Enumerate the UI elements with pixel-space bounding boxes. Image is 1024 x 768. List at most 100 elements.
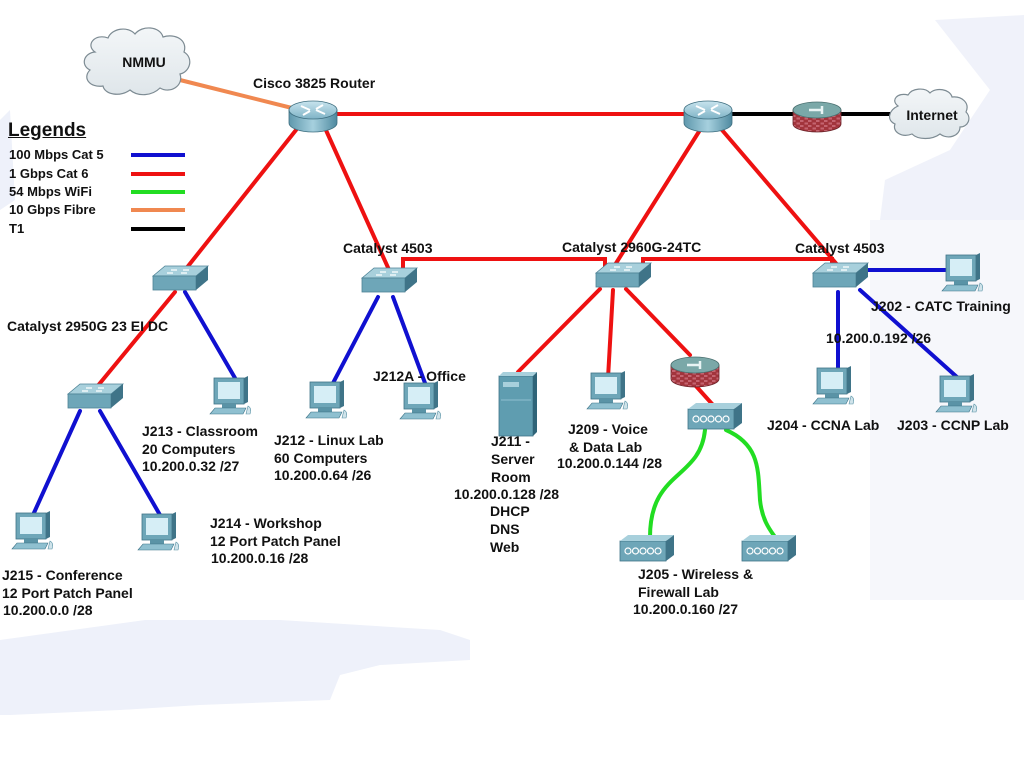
legend-label: 1 Gbps Cat 6 [9, 166, 89, 181]
legend-item: 100 Mbps Cat 5 [9, 146, 185, 164]
room-name: J211 - [491, 433, 530, 449]
catalyst-2960-label: Catalyst 2960G-24TC [562, 239, 702, 255]
legend-title: Legends [8, 120, 87, 141]
link-firewall2-ap [693, 383, 715, 407]
server-j211-icon[interactable] [498, 372, 537, 437]
room-subnet: 10.200.0.32 /27 [142, 458, 240, 474]
pc-j204-icon[interactable] [812, 366, 854, 405]
link-cat4503l-j212a [391, 295, 427, 385]
room-name: J212 - Linux Lab [274, 432, 384, 448]
link-nmmu-router-fibre [178, 78, 302, 112]
internet-label: Internet [906, 107, 958, 123]
catalyst-4503-right-label: Catalyst 4503 [795, 240, 885, 256]
nmmu-label: NMMU [122, 54, 166, 70]
room-detail: 12 Port Patch Panel [210, 533, 341, 549]
edge-router-icon[interactable] [683, 100, 733, 133]
link-cat2960-cat4503r [641, 257, 834, 270]
room-detail: 12 Port Patch Panel [2, 585, 133, 601]
room-name: Room [491, 469, 531, 485]
pc-j214-icon[interactable] [137, 512, 179, 551]
room-name: J213 - Classroom [142, 423, 258, 439]
nmmu-cloud[interactable]: NMMU [83, 27, 191, 96]
room-subnet: 10.200.0.0 /28 [3, 602, 93, 618]
catalyst-2950-b-icon[interactable] [66, 383, 125, 409]
legend-swatch-cat5 [131, 153, 185, 157]
link-ap-wap1 [648, 428, 707, 539]
pc-j209-icon[interactable] [586, 371, 628, 410]
link-router-cat2950a [183, 123, 302, 272]
legend-item: 10 Gbps Fibre [9, 201, 185, 219]
legend-item: T1 [9, 220, 185, 238]
legend-swatch-t1 [131, 227, 185, 231]
link-cat2950a-j213 [183, 290, 237, 380]
room-subnet: 10.200.0.144 /28 [557, 455, 663, 471]
pc-j213-icon[interactable] [209, 376, 251, 415]
link-cat2950b-j215 [31, 409, 82, 517]
pc-j212a-icon[interactable] [399, 381, 441, 420]
main-router-icon[interactable] [288, 100, 338, 133]
wireless-ap-2-icon[interactable] [741, 535, 796, 562]
perimeter-firewall-icon[interactable] [792, 101, 842, 133]
subnet-right-label: 10.200.0.192 /26 [826, 330, 932, 346]
background-watermark [0, 15, 1024, 715]
lab-firewall-icon[interactable] [670, 356, 720, 388]
legend-item: 54 Mbps WiFi [9, 183, 185, 201]
catalyst-4503-left-icon[interactable] [360, 267, 419, 293]
link-ap-wap2 [724, 428, 777, 539]
wireless-ap-1-icon[interactable] [619, 535, 674, 562]
pc-j203-icon[interactable] [935, 374, 977, 413]
room-j212a-label: J212A - Office [373, 368, 466, 384]
link-router2-cat2960 [611, 128, 702, 270]
room-subnet: 10.200.0.64 /26 [274, 467, 372, 483]
legend-label: 100 Mbps Cat 5 [9, 147, 104, 162]
room-service: DNS [490, 521, 520, 537]
room-detail: 60 Computers [274, 450, 368, 466]
room-name: J215 - Conference [2, 567, 123, 583]
room-service: Web [490, 539, 520, 555]
catalyst-2950-a-icon[interactable] [151, 265, 210, 291]
legend-item: 1 Gbps Cat 6 [9, 165, 185, 183]
room-name: J205 - Wireless & [638, 566, 754, 582]
room-name: J214 - Workshop [210, 515, 322, 531]
room-name: J209 - Voice [568, 421, 648, 437]
main-router-label: Cisco 3825 Router [253, 75, 376, 91]
room-detail: 20 Computers [142, 441, 236, 457]
pc-j215-icon[interactable] [11, 511, 53, 550]
room-name: Firewall Lab [638, 584, 719, 600]
legend-label: 10 Gbps Fibre [9, 202, 96, 217]
link-cat2960-j209 [606, 288, 615, 380]
access-point-icon[interactable] [687, 403, 742, 430]
pc-j202-icon[interactable] [941, 253, 983, 292]
link-cat2960-firewall2 [624, 287, 692, 357]
nodes-layer [11, 100, 983, 562]
catalyst-4503-right-icon[interactable] [811, 262, 870, 288]
room-j202-label: J202 - CATC Training [871, 298, 1011, 314]
room-service: DHCP [490, 503, 530, 519]
legend-label: 54 Mbps WiFi [9, 184, 92, 199]
link-cat4503r-j203 [858, 288, 960, 380]
catalyst-4503-left-label: Catalyst 4503 [343, 240, 433, 256]
link-cat2960-j211 [516, 287, 602, 374]
catalyst-2950-label: Catalyst 2950G 23 EI DC [7, 318, 169, 334]
link-router2-cat4503r [720, 128, 842, 270]
room-subnet: 10.200.0.16 /28 [211, 550, 309, 566]
link-cat2950a-cat2950b [94, 290, 177, 390]
internet-cloud[interactable]: Internet [889, 88, 970, 140]
room-j204-label: J204 - CCNA Lab [767, 417, 880, 433]
legend-swatch-cat6 [131, 172, 185, 176]
pc-j212-icon[interactable] [305, 380, 347, 419]
legend-swatch-fibre [131, 208, 185, 212]
legend-label: T1 [9, 221, 25, 236]
link-router-cat4503l [323, 126, 392, 274]
room-subnet: 10.200.0.160 /27 [633, 601, 739, 617]
link-cat4503l-j212 [330, 295, 380, 387]
links-layer [31, 78, 960, 539]
room-j203-label: J203 - CCNP Lab [897, 417, 1009, 433]
link-cat2950b-j214 [98, 409, 162, 517]
room-subnet: 10.200.0.128 /28 [454, 486, 560, 502]
link-cat4503l-cat2960 [401, 257, 607, 270]
legend-swatch-wifi [131, 190, 185, 194]
catalyst-2960-icon[interactable] [594, 262, 653, 288]
room-name: Server [491, 451, 535, 467]
